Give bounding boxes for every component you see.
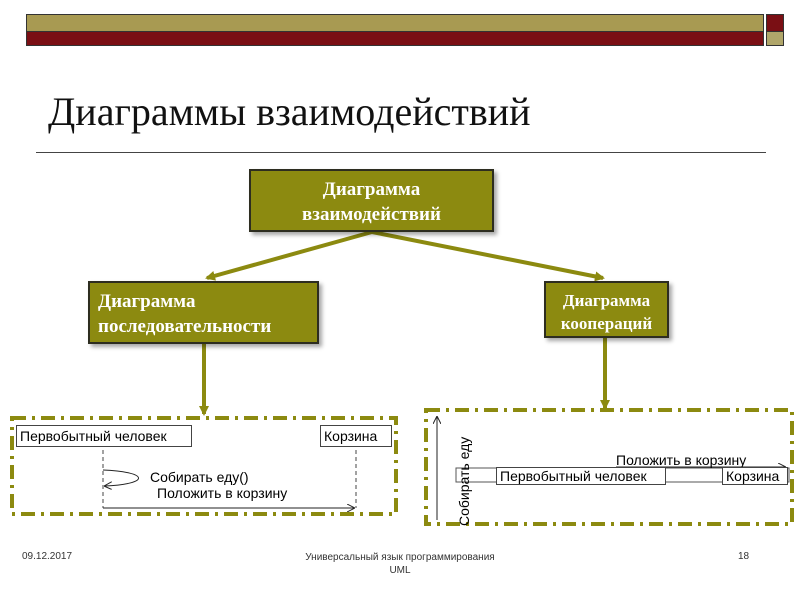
- self-message-arrow: [102, 469, 139, 486]
- sequence-example-frame: [10, 416, 398, 516]
- cooperation-example-frame: [424, 408, 794, 526]
- cooperation-box-line1: Диаграмма: [562, 291, 651, 310]
- sequence-diagram-box: Диаграмма последовательности: [88, 281, 319, 344]
- root-box-line1: Диаграмма: [322, 179, 421, 200]
- cooperation-object-human: Первобытный человек: [496, 467, 666, 485]
- arrow-root-to-sequence: [205, 230, 373, 281]
- sequence-box-line1: Диаграмма: [98, 291, 196, 312]
- sequence-object-human: Первобытный человек: [16, 425, 192, 447]
- header-square-dark: [766, 14, 784, 32]
- sequence-message-put: Положить в корзину: [157, 485, 288, 501]
- sequence-message-collect: Собирать еду(): [150, 469, 249, 485]
- header-square-light: [766, 32, 784, 46]
- cooperation-object-basket: Корзина: [722, 467, 788, 485]
- footer-date: 09.12.2017: [22, 551, 73, 562]
- cooperation-diagram-box: Диаграмма коопераций: [544, 281, 669, 338]
- sequence-box-line2: последовательности: [98, 316, 272, 337]
- header-bar-top: [26, 14, 764, 32]
- footer-page-number: 18: [738, 551, 750, 562]
- interaction-diagram-box: Диаграмма взаимодействий: [249, 169, 494, 232]
- cooperation-vertical-label: Собирать еду: [456, 436, 472, 526]
- sequence-object-basket: Корзина: [320, 425, 392, 447]
- title-underline: [36, 152, 766, 153]
- cooperation-message-label: Положить в корзину: [616, 452, 747, 468]
- root-box-line2: взаимодействий: [302, 204, 441, 225]
- cooperation-box-line2: коопераций: [560, 314, 653, 333]
- footer-course-title: Универсальный язык программирования UML: [280, 551, 520, 577]
- slide-title: Диаграммы взаимодействий: [48, 89, 531, 134]
- footer-course-line2: UML: [389, 565, 411, 576]
- arrow-root-to-cooperation: [371, 230, 605, 282]
- header-bar-bottom: [26, 32, 764, 46]
- footer-course-line1: Универсальный язык программирования: [305, 552, 495, 563]
